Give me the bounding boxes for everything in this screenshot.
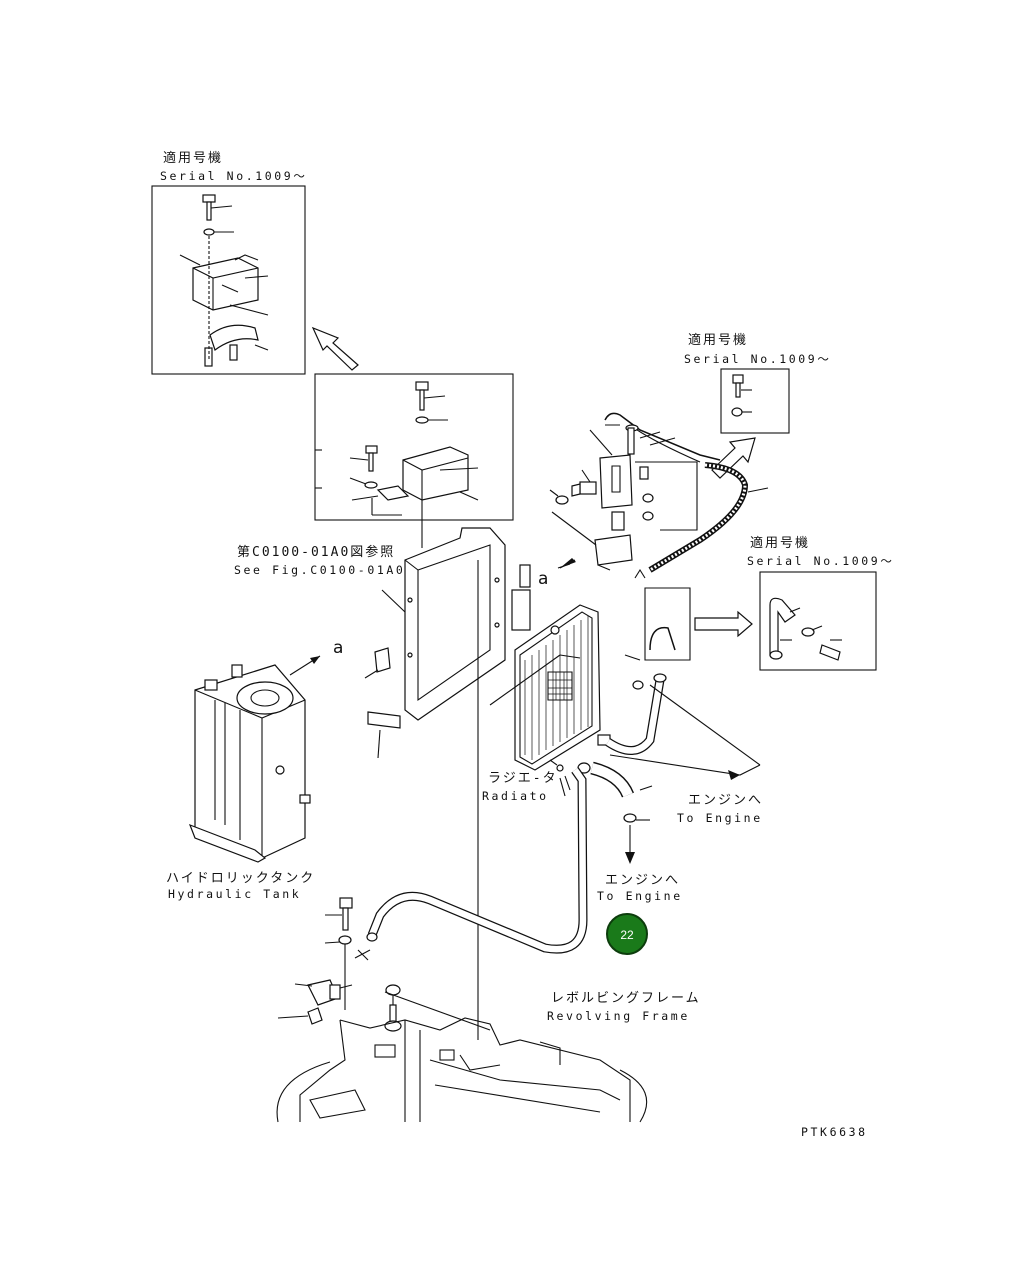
revolving-frame-label-en: Revolving Frame <box>547 1009 690 1023</box>
fan-shroud-frame: 第C0100-01A0図参照 See Fig.C0100-01A0 a <box>234 527 576 1040</box>
detail-a-label-1: a <box>538 569 548 589</box>
hydraulic-tank: a ハイドロリックタンク Hydraulic Tank <box>166 638 343 901</box>
see-fig-label-jp: 第C0100-01A0図参照 <box>237 544 395 560</box>
applicable-label-right: 適用号機 <box>688 332 748 348</box>
bolt-stack <box>277 897 402 1032</box>
arrow-to-detail-mid-right <box>694 610 753 638</box>
detail-box-top-left: 適用号機 Serial No.1009～ <box>151 150 307 375</box>
serial-label-right: Serial No.1009～ <box>684 352 831 366</box>
detail-a-label-2: a <box>333 638 343 658</box>
arrow-to-detail-left <box>311 326 359 371</box>
rubber-pad <box>374 647 391 673</box>
revolving-frame: レボルビングフレーム Revolving Frame <box>276 991 701 1123</box>
seal-strip <box>367 711 401 729</box>
detail-box-right: 適用号機 Serial No.1009～ <box>684 332 831 434</box>
revolving-frame-label-jp: レボルビングフレーム <box>551 991 701 1006</box>
callout-22[interactable]: 22 <box>606 913 648 955</box>
callout-22-number: 22 <box>620 928 634 942</box>
see-fig-label-en: See Fig.C0100-01A0 <box>234 563 405 577</box>
to-engine-1-jp: エンジンへ <box>688 793 763 808</box>
detail-box-center <box>314 373 514 548</box>
serial-label-mid-right: Serial No.1009～ <box>747 554 894 568</box>
applicable-label-top-left: 適用号機 <box>163 150 223 166</box>
to-engine-2-jp: エンジンへ <box>605 873 680 888</box>
serial-label-top-left: Serial No.1009～ <box>160 169 307 183</box>
clamp-assembly <box>549 412 769 579</box>
radiator: ラジエ-タ Radiato <box>482 604 611 803</box>
hydraulic-tank-label-en: Hydraulic Tank <box>168 887 301 901</box>
applicable-label-mid-right: 適用号機 <box>750 535 810 551</box>
radiator-label-jp: ラジエ-タ <box>488 771 558 786</box>
hose-fitting-box <box>644 587 691 661</box>
to-engine-2-en: To Engine <box>597 889 683 903</box>
to-engine-1-en: To Engine <box>677 811 763 825</box>
drawing-code: PTK6638 <box>801 1125 868 1139</box>
radiator-hoses: エンジンへ To Engine エンジンへ To Engine <box>366 654 763 954</box>
detail-box-mid-right: 適用号機 Serial No.1009～ <box>747 535 894 671</box>
radiator-label-en: Radiato <box>482 789 549 803</box>
hydraulic-tank-label-jp: ハイドロリックタンク <box>166 871 315 886</box>
